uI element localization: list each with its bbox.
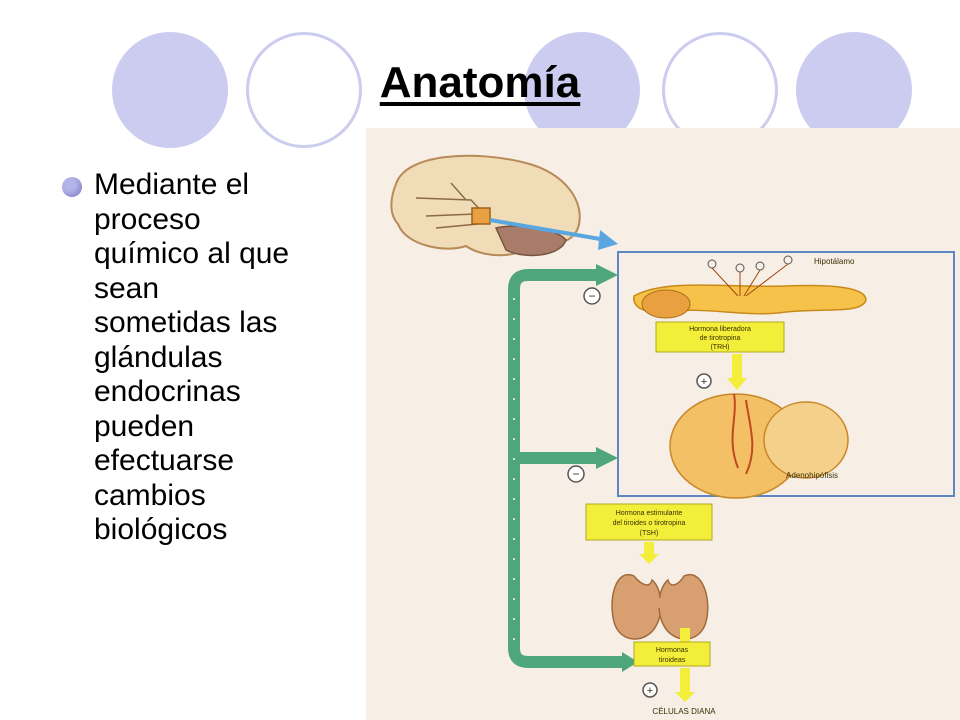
thyroid-hormones-label-line-1: Hormonas [656,647,689,654]
plus-sign-1 [696,373,712,389]
endocrine-diagram: − − Hipotálamo Hormona liberadora de tir… [366,128,960,720]
plus-sign-2 [642,682,658,698]
thyroid-arrow-shaft [680,628,690,642]
minus-sign-2 [567,465,585,483]
trh-label-line-3: (TRH) [710,344,729,351]
tsh-box [585,503,713,541]
plus-sign-2-label: + [647,685,653,697]
thyroid-hormones-label-line-2: tiroideas [659,657,686,664]
feedback-loop [508,264,638,672]
bullet-icon [62,177,82,197]
trh-label-line-1: Hormona liberadora [689,326,751,333]
endocrine-diagram-svg: − − Hipotálamo Hormona liberadora de tir… [390,154,955,716]
target-cells-label: CÉLULAS DIANA [652,707,716,716]
tsh-arrowhead [639,554,659,564]
tsh-label-line-3: (TSH) [640,530,659,537]
brain-illustration [390,154,581,257]
tsh-arrow-shaft [644,542,654,556]
minus-sign-2-label: − [572,467,579,481]
hypothalamus-illustration [633,255,867,319]
adenohypophysis-label: Adenohipófisis [786,471,838,480]
hypothalamus-label: Hipotálamo [814,257,855,266]
slide-title: Anatomía [379,58,581,107]
hormones-arrow-shaft [680,668,690,694]
trh-arrow-shaft [732,354,742,380]
pointer-arrow [489,218,607,242]
decorative-circle-2 [246,32,362,148]
hypothalamus-pituitary-frame [617,251,955,497]
bullet-text: Mediante el proceso químico al que sean … [94,168,290,546]
tsh-label-line-1: Hormona estimulante [616,510,683,517]
decorative-circle-1 [112,32,228,148]
pituitary-illustration [669,393,849,499]
thyroid-hormones-box [633,641,711,667]
trh-arrowhead [727,378,747,390]
thyroid-illustration [611,573,709,640]
plus-sign-1-label: + [701,376,707,388]
pointer-arrowhead [598,230,618,250]
minus-sign-1 [583,287,601,305]
minus-sign-1-label: − [588,289,595,303]
trh-label-line-2: de tirotropina [700,335,741,342]
tsh-label-line-2: del tiroides o tirotropina [613,520,686,527]
trh-box [655,321,785,353]
hormones-arrowhead [675,692,695,702]
